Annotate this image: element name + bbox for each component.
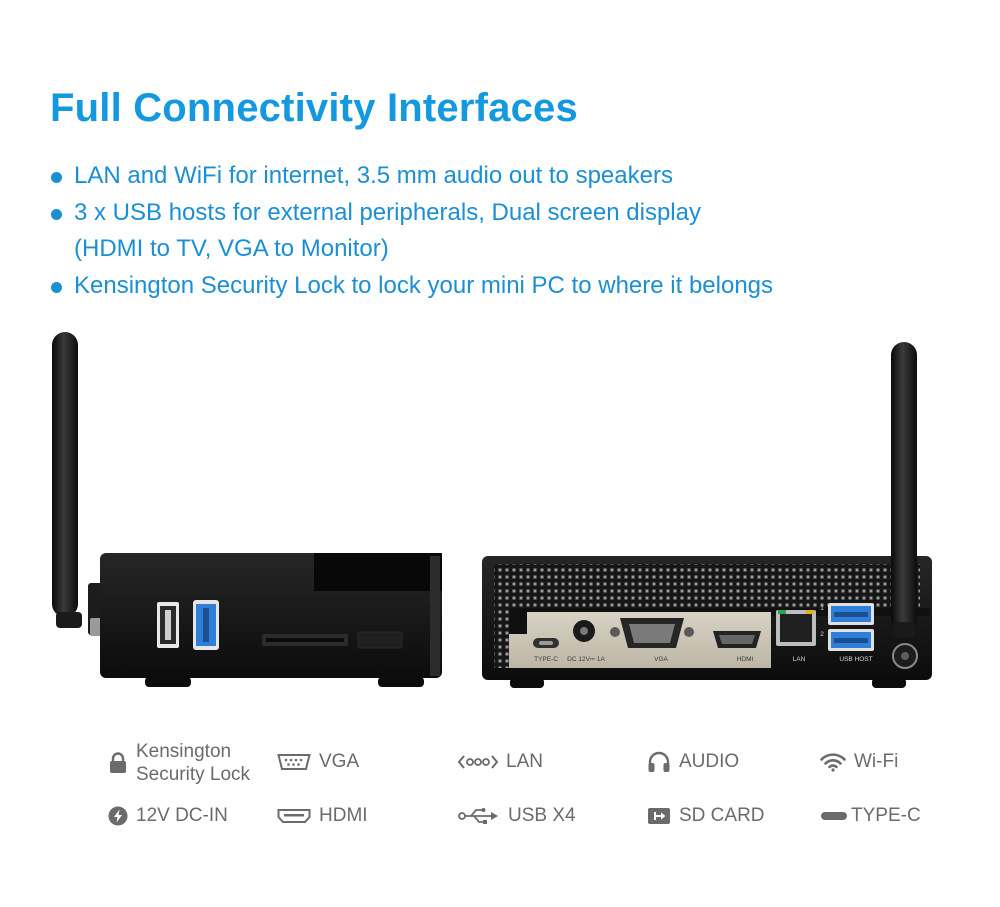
- bullet-dot-icon: [51, 172, 62, 183]
- feature-bullet-3: Kensington Security Lock to lock your mi…: [50, 268, 950, 305]
- usb-icon: [458, 807, 498, 824]
- usb-host-port-label: USB HOST: [839, 656, 872, 663]
- legend-label: SD CARD: [679, 805, 765, 826]
- lock-icon: [110, 752, 126, 773]
- legend-dc-in: 12V DC-IN: [108, 804, 228, 827]
- hdmi-port: HDMI: [713, 631, 761, 663]
- mini-pc-side-view: [52, 332, 442, 687]
- legend-sd-card: SD CARD: [647, 804, 765, 827]
- legend-label: LAN: [506, 751, 543, 772]
- legend-lan: LAN: [458, 750, 543, 773]
- page-title: Full Connectivity Interfaces: [50, 86, 578, 130]
- legend-label: USB X4: [508, 805, 576, 826]
- legend-label: HDMI: [319, 805, 368, 826]
- legend-vga: VGA: [277, 750, 359, 773]
- legend-wifi: Wi-Fi: [820, 750, 898, 773]
- lan-icon: [458, 754, 498, 769]
- sd-card-icon: [648, 807, 670, 824]
- wifi-icon: [820, 752, 846, 772]
- headphones-icon: [648, 751, 670, 772]
- legend-audio: AUDIO: [647, 750, 739, 773]
- product-illustration: TYPE-C DC 12V⎓ 1A VGA HDMI LAN: [52, 332, 932, 688]
- legend-label: TYPE-C: [851, 805, 921, 826]
- type-c-icon: [821, 811, 847, 820]
- feature-bullet-2: 3 x USB hosts for external peripherals, …: [50, 195, 950, 268]
- dc-in-port: DC 12V⎓ 1A: [567, 620, 606, 663]
- antenna-left: [52, 332, 104, 636]
- power-bolt-icon: [108, 806, 128, 825]
- feature-text-continued: (HDMI to TV, VGA to Monitor): [74, 235, 389, 262]
- bullet-dot-icon: [51, 208, 62, 220]
- lan-port-label: LAN: [793, 656, 806, 663]
- mini-pc-rear-view: TYPE-C DC 12V⎓ 1A VGA HDMI LAN: [482, 342, 932, 688]
- vga-port-label: VGA: [654, 656, 668, 663]
- usb2-port: [157, 602, 179, 648]
- legend-label: Wi-Fi: [854, 751, 899, 772]
- lan-port: LAN: [776, 610, 816, 663]
- usb-port-1-label: 1: [820, 605, 824, 612]
- antenna-right: [891, 342, 917, 638]
- legend-label: AUDIO: [679, 751, 740, 772]
- usb3-port: [193, 600, 219, 650]
- usb-host-ports: 1 2 USB HOST: [820, 603, 874, 663]
- feature-bullet-1: LAN and WiFi for internet, 3.5 mm audio …: [50, 158, 950, 195]
- legend-kensington: Kensington Security Lock: [108, 740, 250, 786]
- feature-text: Kensington Security Lock to lock your mi…: [74, 271, 774, 299]
- legend-hdmi: HDMI: [277, 804, 368, 827]
- hdmi-port-label: HDMI: [737, 656, 754, 663]
- usb-port-2-label: 2: [820, 631, 824, 638]
- audio-jack: [892, 643, 918, 669]
- type-c-port-label: TYPE-C: [534, 656, 558, 663]
- port-legend: Kensington Security Lock VGA LAN AUDIO: [0, 730, 1000, 850]
- feature-text: LAN and WiFi for internet, 3.5 mm audio …: [74, 162, 673, 189]
- legend-label: Kensington: [136, 741, 232, 762]
- feature-text: 3 x USB hosts for external peripherals, …: [74, 198, 701, 226]
- legend-usb: USB X4: [458, 804, 576, 827]
- legend-label: VGA: [319, 751, 360, 772]
- hdmi-port-icon: [277, 808, 311, 823]
- type-c-port: TYPE-C: [533, 638, 559, 663]
- sd-card-slot: [262, 634, 348, 646]
- feature-list: LAN and WiFi for internet, 3.5 mm audio …: [50, 158, 950, 304]
- legend-label: 12V DC-IN: [136, 805, 228, 826]
- legend-type-c: TYPE-C: [820, 804, 921, 827]
- vga-port-icon: [277, 753, 311, 770]
- bullet-dot-icon: [51, 281, 62, 293]
- dc-in-port-label: DC 12V⎓ 1A: [567, 656, 605, 663]
- vga-port: VGA: [610, 618, 694, 663]
- legend-label: Security Lock: [136, 764, 251, 785]
